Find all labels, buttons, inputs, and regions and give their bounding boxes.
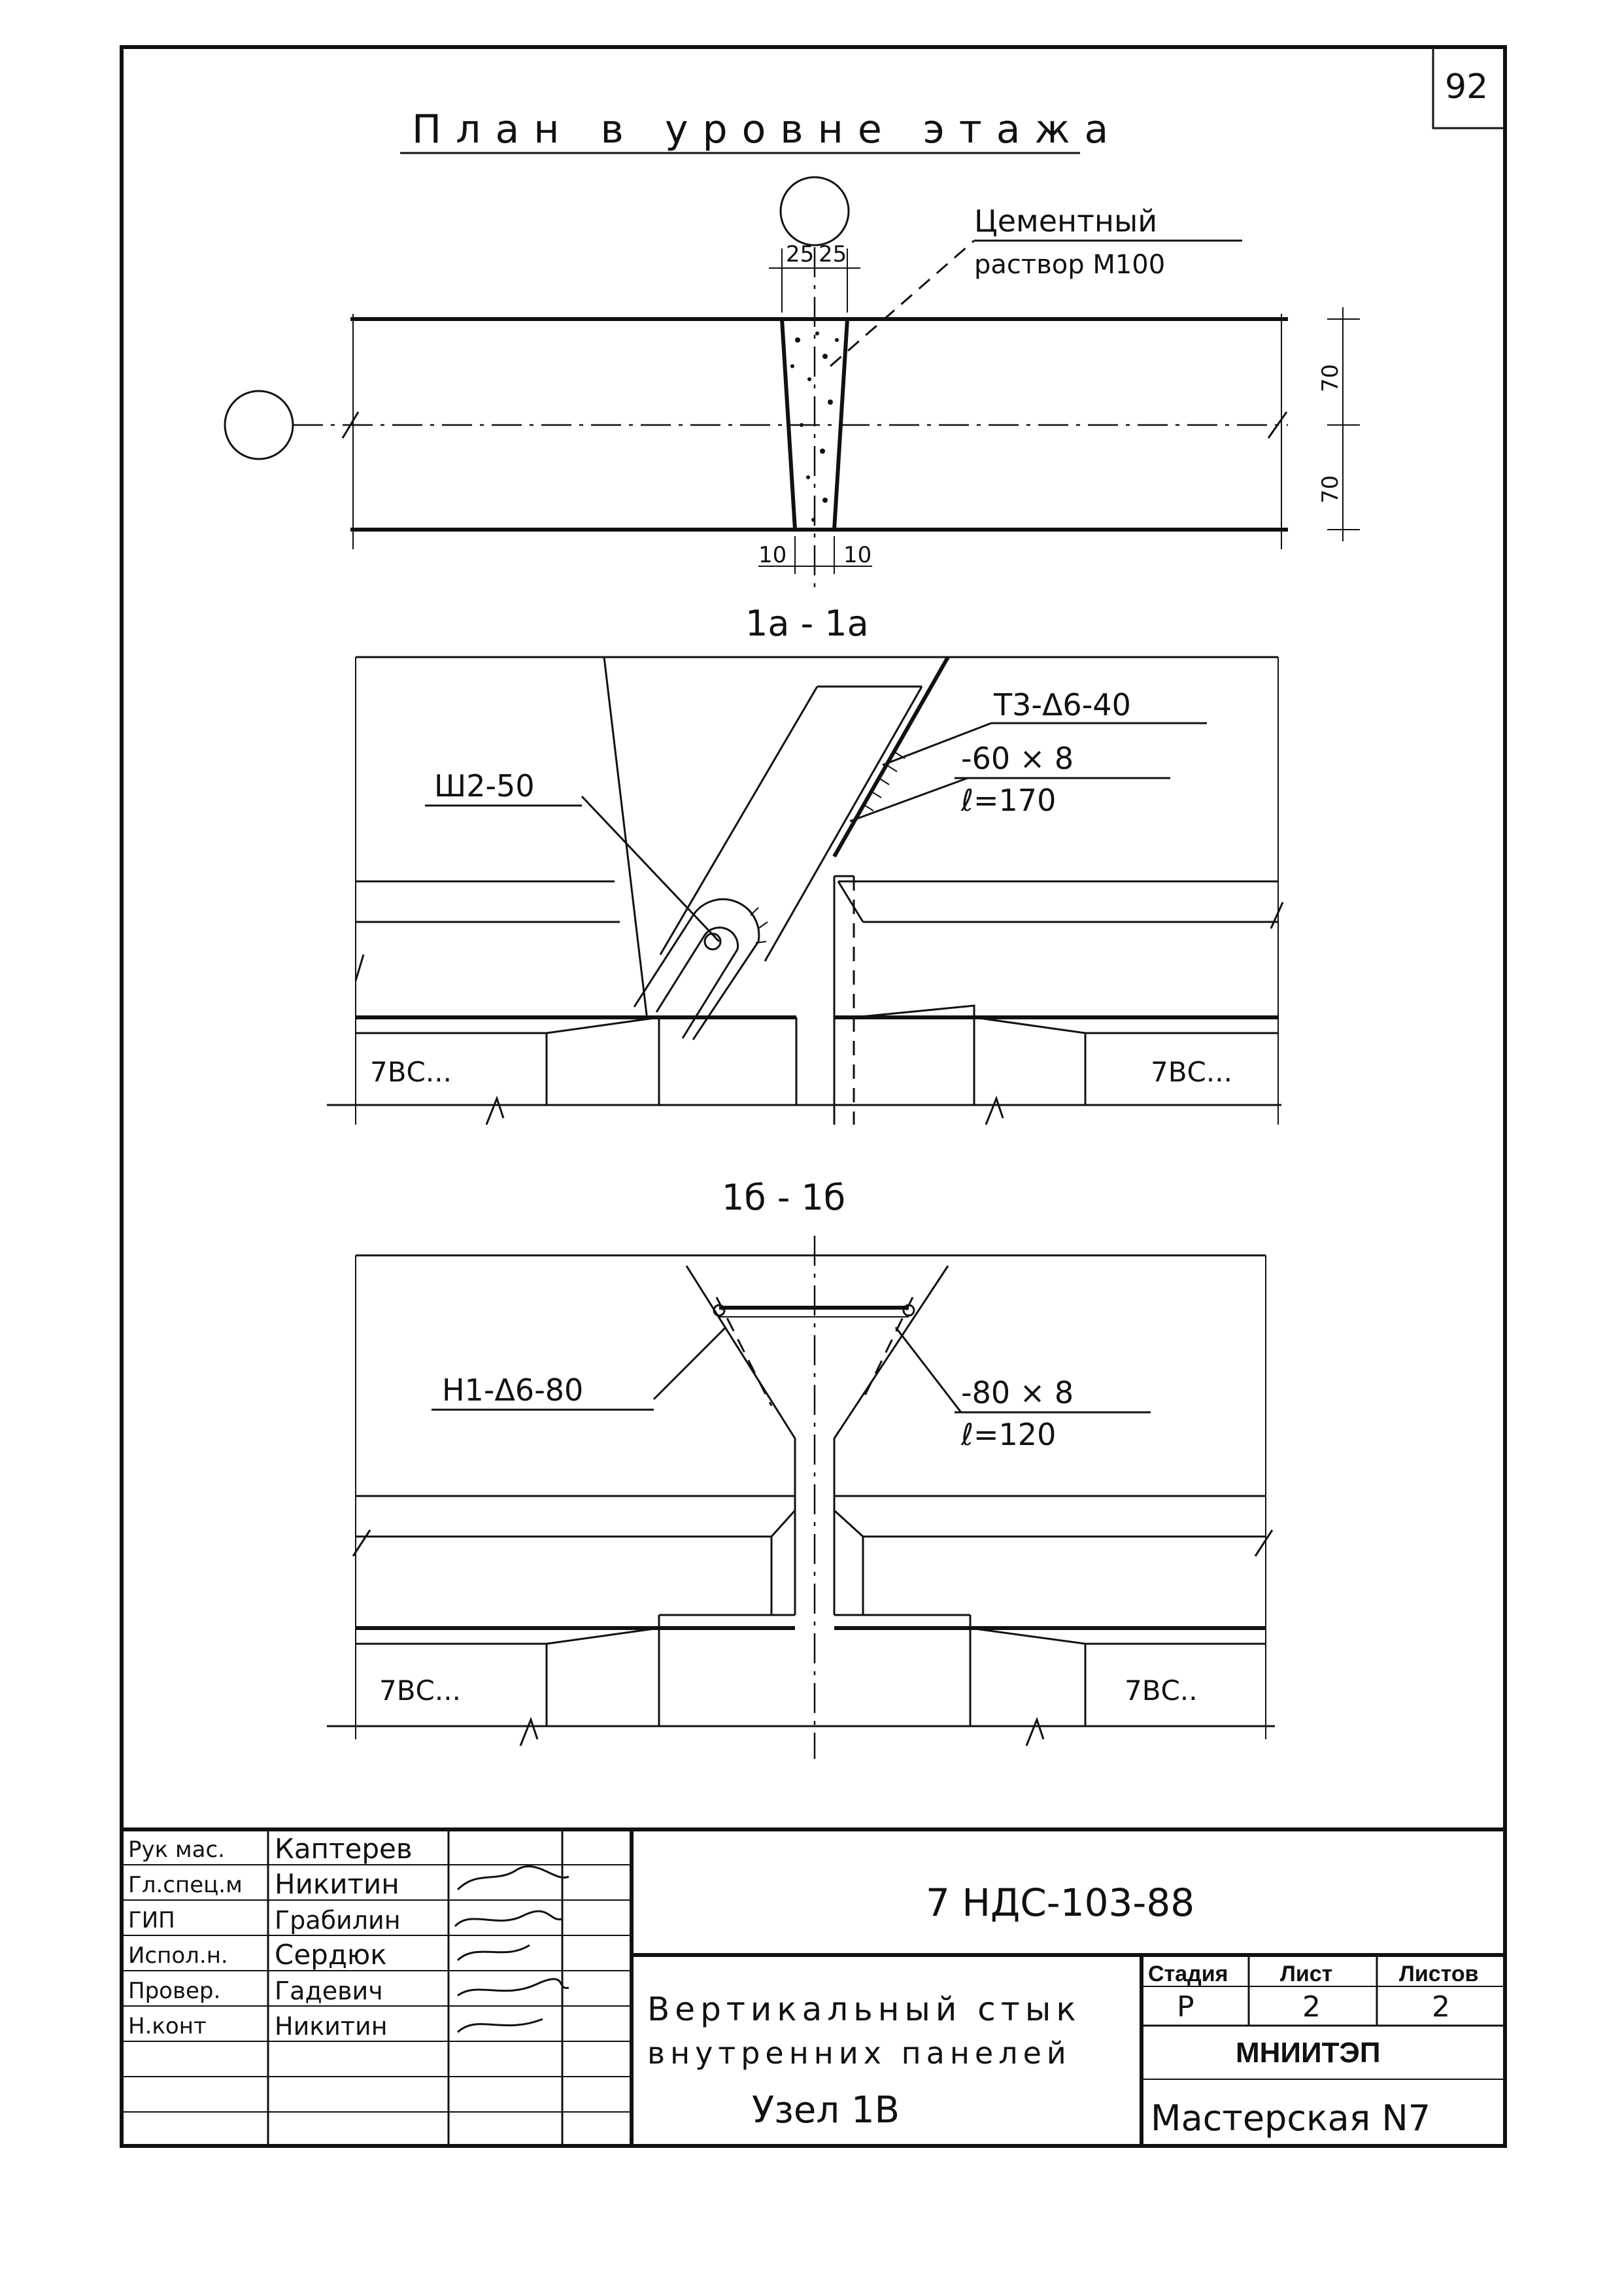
name-5: Никитин: [275, 2012, 388, 2041]
label-t3: Т3-Δ6-40: [993, 687, 1131, 722]
wall-block-outline: [356, 1627, 660, 1645]
axis-bubble-top: [779, 176, 850, 246]
stage-header: Стадия: [1148, 1962, 1228, 1986]
break-mark: [985, 1095, 1004, 1125]
role-2: ГИП: [128, 1907, 175, 1933]
break-mark: [519, 1716, 539, 1746]
section-a-panel-left: 7ВС...: [370, 1056, 452, 1088]
dim-25-left: 25: [786, 241, 814, 267]
section-a-panel-edge-left: [603, 656, 649, 1021]
name-2: Грабилин: [275, 1906, 401, 1935]
leader-plate-b: [894, 1327, 962, 1413]
plan-title: План в уровне этажа: [412, 107, 1123, 152]
break-mark: [1267, 411, 1288, 439]
u-bar-welds: [750, 907, 768, 944]
leader-t3: [882, 722, 992, 766]
break-mark: [1254, 1529, 1274, 1557]
dim-10-right: 10: [843, 542, 871, 568]
weld-line: [862, 1297, 914, 1400]
node-label: Узел 1В: [752, 2089, 900, 2132]
dim-10-left: 10: [758, 542, 787, 568]
break-mark: [352, 1529, 371, 1557]
role-0: Рук мас.: [128, 1837, 225, 1863]
role-4: Провер.: [128, 1978, 220, 2004]
break-mark: [1025, 1716, 1045, 1746]
mortar-joint-left-edge: [780, 318, 797, 530]
description-line-1: Вертикальный стык: [647, 1990, 1081, 2028]
label-plate-b-len: ℓ=120: [960, 1417, 1056, 1452]
slab-line: [770, 1509, 796, 1538]
weld-point: [713, 1304, 726, 1317]
organization: МНИИТЭП: [1236, 2037, 1380, 2069]
joint-right: [833, 1265, 949, 1615]
leader-mortar-text-2: раствор М100: [974, 250, 1165, 280]
section-b-panel-right: 7ВС..: [1125, 1674, 1198, 1707]
section-b-title: 1б - 1б: [722, 1177, 845, 1218]
weld-line: [715, 1297, 773, 1406]
weld-point: [902, 1304, 915, 1317]
label-plate-a: -60 × 8: [961, 741, 1074, 776]
leader-mortar-text-1: Цементный: [974, 203, 1157, 239]
u-bar-inner: [655, 926, 739, 1039]
wall-block-outline: [356, 1016, 660, 1034]
inclined-panel-right-edge: [764, 686, 923, 962]
corner-number: 92: [1445, 67, 1488, 107]
name-3: Сердюк: [275, 1939, 387, 1971]
break-mark: [1270, 902, 1284, 929]
steel-plate: [832, 656, 950, 858]
inclined-panel-left-edge: [659, 686, 819, 955]
label-plate-b: -80 × 8: [961, 1375, 1074, 1410]
role-5: Н.конт: [128, 2013, 207, 2039]
wall-block-outline: [853, 1004, 975, 1019]
leader-plate: [849, 777, 968, 823]
section-a-title: 1а - 1а: [745, 603, 869, 644]
workshop: Мастерская N7: [1151, 2098, 1430, 2139]
sheet-frame: [120, 45, 1507, 2148]
title-block: [122, 1828, 1505, 2146]
leader-sh2: [581, 795, 720, 943]
wall-block-outline: [970, 1627, 1266, 1645]
slab-line: [837, 881, 864, 923]
break-mark: [485, 1095, 505, 1125]
section-b-panel-left: 7ВС...: [379, 1674, 461, 1707]
name-0: Каптерев: [275, 1833, 413, 1865]
sheets-header: Листов: [1399, 1962, 1479, 1986]
title-block-names: Каптерев Никитин Грабилин Сердюк Гадевич…: [275, 1833, 413, 2041]
name-1: Никитин: [275, 1868, 399, 1900]
weld-marks: [862, 751, 905, 811]
u-bar-outer: [633, 898, 760, 1040]
role-3: Испол.н.: [128, 1943, 228, 1969]
name-4: Гадевич: [275, 1977, 383, 2005]
axis-bubble-left: [224, 390, 294, 460]
signatures: [454, 1865, 569, 2033]
label-n1: Н1-Δ6-80: [442, 1372, 583, 1408]
description-line-2: внутренних панелей: [647, 2035, 1072, 2071]
stage-value: Р: [1177, 1990, 1194, 2024]
dim-70-top: 70: [1317, 364, 1344, 392]
section-a-panel-right: 7ВС...: [1151, 1056, 1232, 1088]
title-block-roles: Рук мас. Гл.спец.м ГИП Испол.н. Провер. …: [128, 1837, 243, 2039]
label-sh2: Ш2-50: [434, 768, 535, 804]
leader-n1: [652, 1326, 727, 1401]
wall-block-outline: [973, 1016, 1278, 1034]
corner-number-box: [1432, 47, 1505, 129]
sheets-value: 2: [1432, 1990, 1450, 2024]
mortar-dots: [790, 332, 839, 522]
break-mark: [341, 411, 360, 439]
doc-code: 7 НДС-103-88: [926, 1880, 1194, 1925]
dim-70-bottom: 70: [1317, 475, 1344, 503]
role-1: Гл.спец.м: [128, 1872, 243, 1898]
break-mark: [354, 954, 365, 981]
joint-left: [685, 1265, 796, 1615]
label-plate-a-len: ℓ=170: [960, 783, 1056, 818]
dim-25-right: 25: [819, 241, 847, 267]
sheet-header: Лист: [1280, 1962, 1332, 1986]
slab-line: [833, 1509, 864, 1538]
sheet-value: 2: [1302, 1990, 1321, 2024]
mortar-joint-right-edge: [832, 318, 849, 530]
leader-mortar: [830, 239, 975, 367]
